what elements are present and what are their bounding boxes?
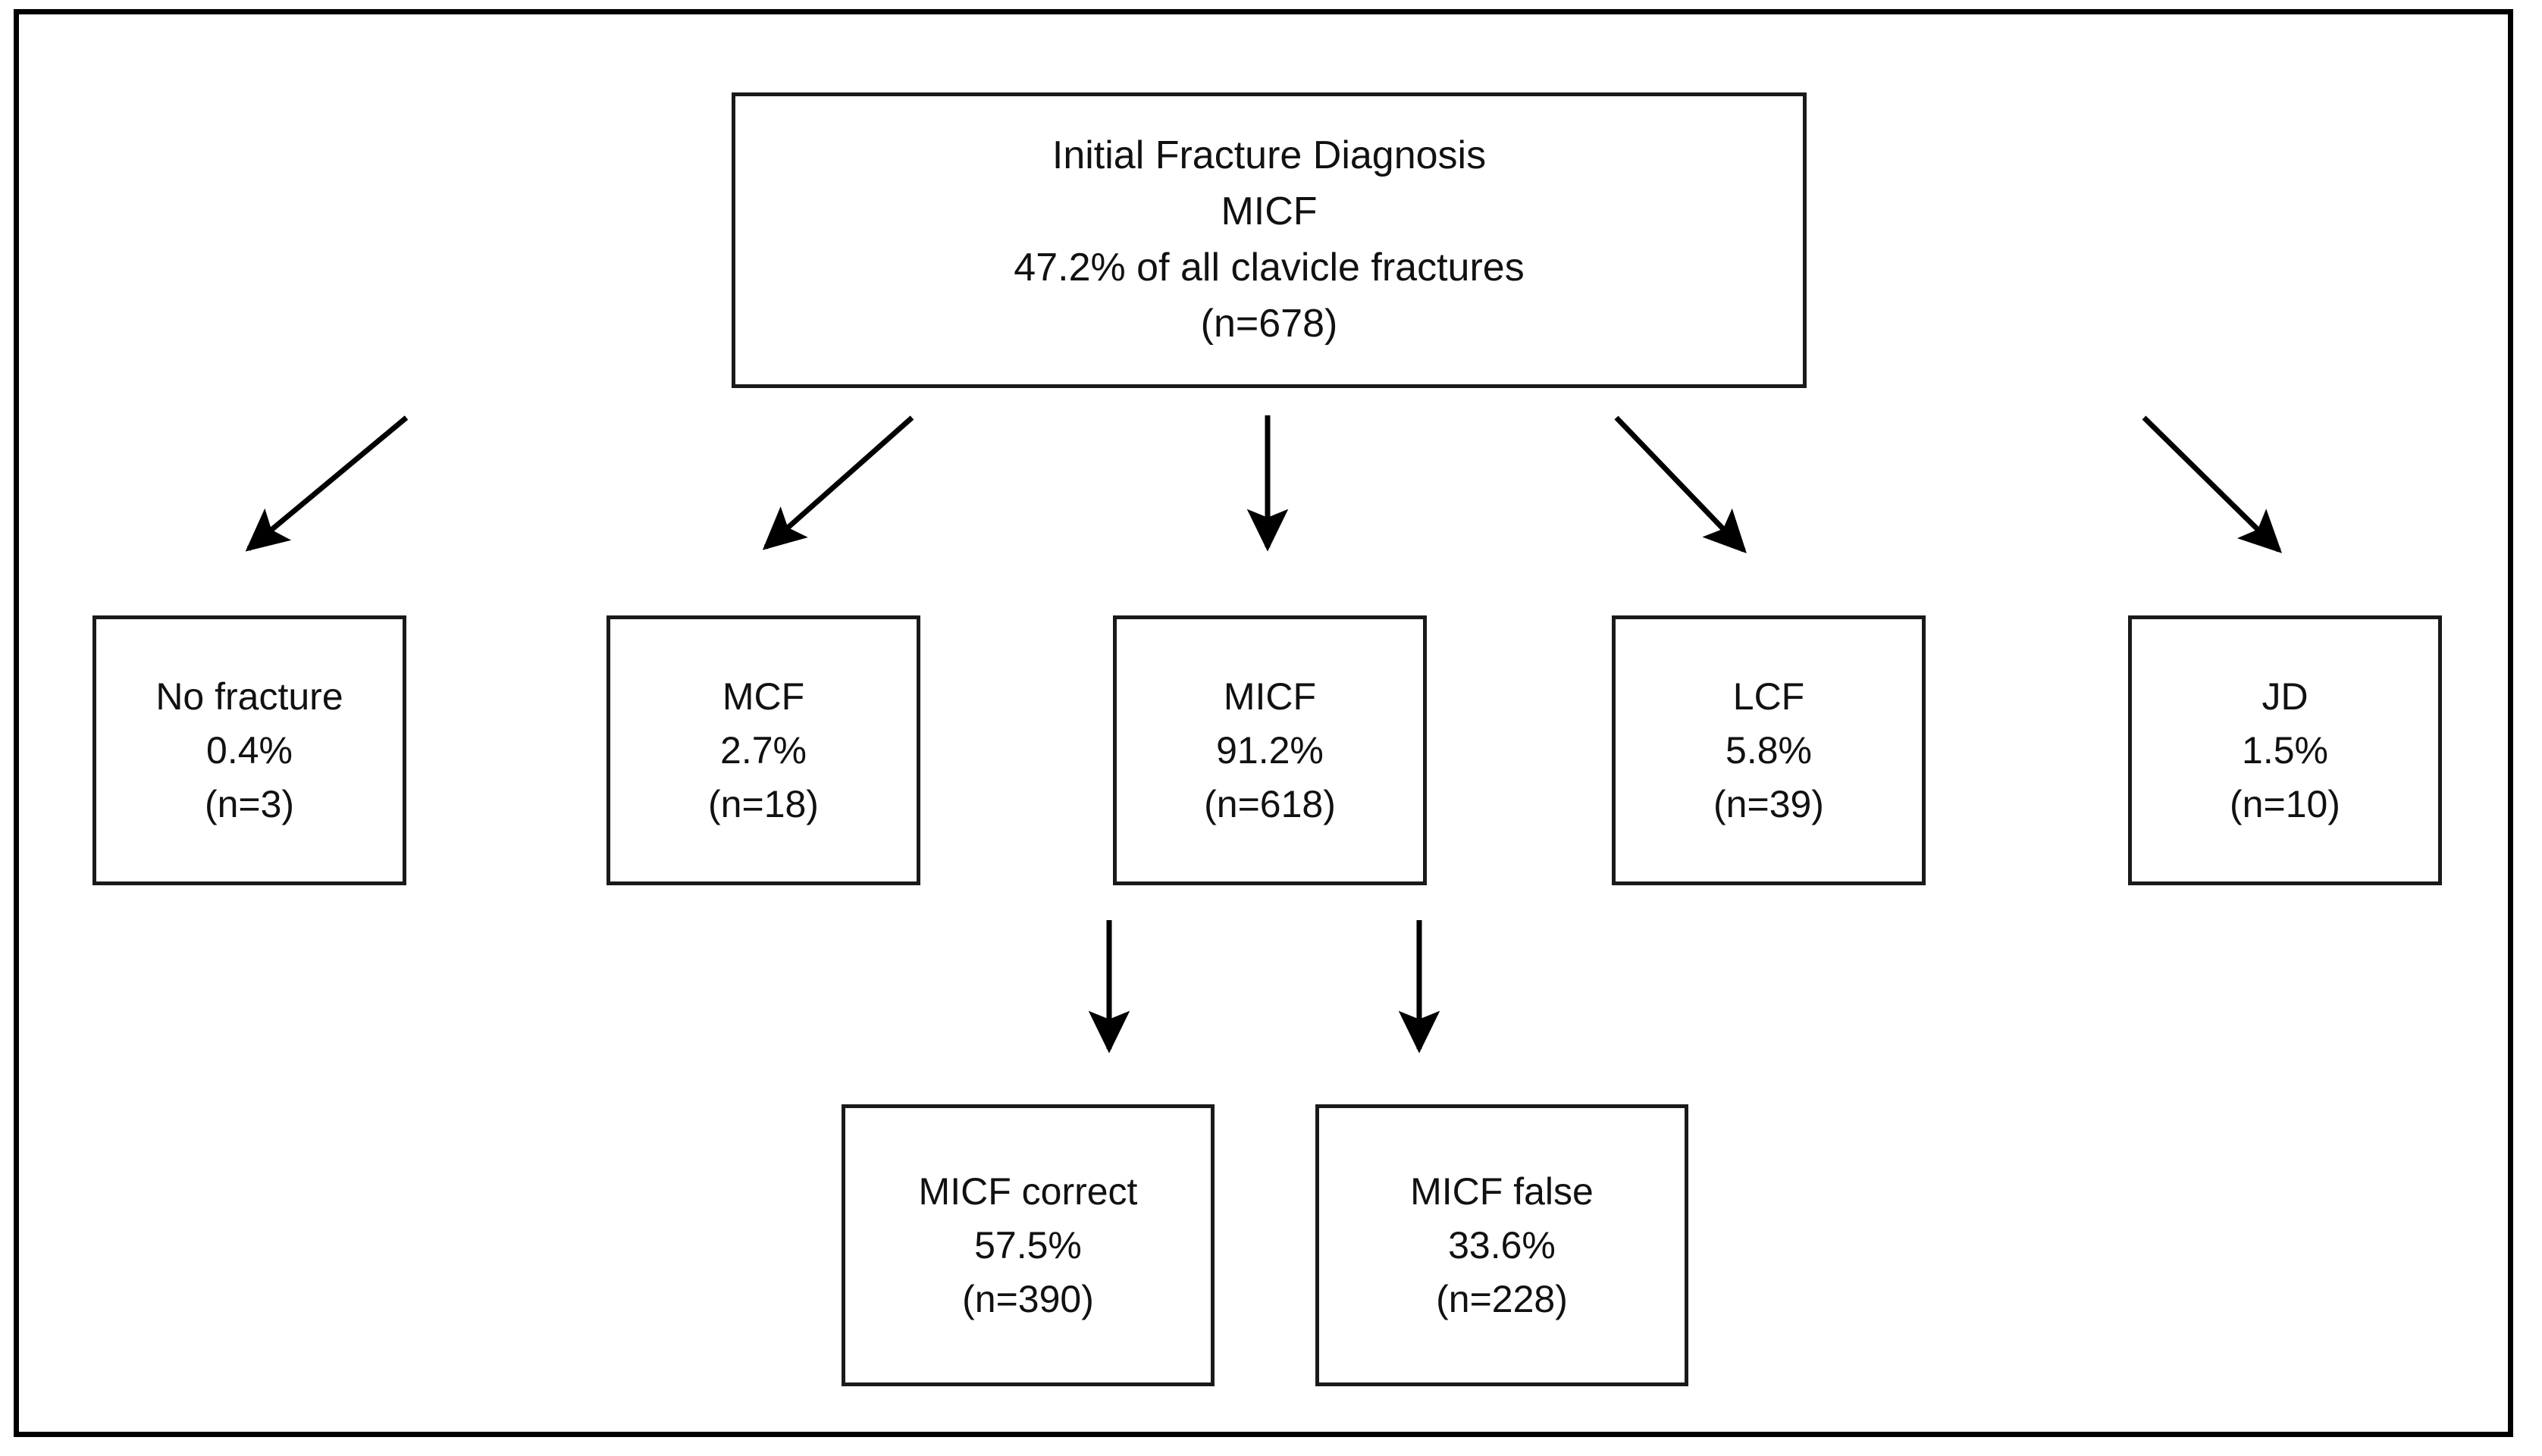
node-micf-false[interactable]: MICF false 33.6% (n=228) bbox=[1315, 1104, 1688, 1386]
node-lcf[interactable]: LCF 5.8% (n=39) bbox=[1612, 615, 1926, 885]
no-fracture-label: No fracture bbox=[155, 675, 343, 718]
micf-label: MICF bbox=[1223, 675, 1317, 718]
mcf-count: (n=18) bbox=[708, 782, 819, 825]
node-jd[interactable]: JD 1.5% (n=10) bbox=[2128, 615, 2442, 885]
micf-false-count: (n=228) bbox=[1436, 1277, 1568, 1320]
micf-correct-percent: 57.5% bbox=[974, 1223, 1082, 1267]
micf-false-percent: 33.6% bbox=[1448, 1223, 1556, 1267]
root-count-label: (n=678) bbox=[1200, 301, 1338, 346]
no-fracture-percent: 0.4% bbox=[206, 728, 293, 772]
mcf-label: MCF bbox=[722, 675, 805, 718]
lcf-percent: 5.8% bbox=[1725, 728, 1812, 772]
lcf-count: (n=39) bbox=[1713, 782, 1824, 825]
node-micf-correct[interactable]: MICF correct 57.5% (n=390) bbox=[842, 1104, 1215, 1386]
root-percent-label: 47.2% of all clavicle fractures bbox=[1014, 246, 1525, 290]
micf-percent: 91.2% bbox=[1216, 728, 1324, 772]
no-fracture-count: (n=3) bbox=[204, 782, 295, 825]
mcf-percent: 2.7% bbox=[720, 728, 807, 772]
micf-false-label: MICF false bbox=[1410, 1169, 1594, 1213]
node-micf[interactable]: MICF 91.2% (n=618) bbox=[1113, 615, 1427, 885]
node-no-fracture[interactable]: No fracture 0.4% (n=3) bbox=[92, 615, 406, 885]
root-category-label: MICF bbox=[1221, 189, 1318, 234]
node-mcf[interactable]: MCF 2.7% (n=18) bbox=[607, 615, 920, 885]
lcf-label: LCF bbox=[1732, 675, 1805, 718]
node-initial-fracture-diagnosis[interactable]: Initial Fracture Diagnosis MICF 47.2% of… bbox=[732, 92, 1807, 388]
jd-percent: 1.5% bbox=[2242, 728, 2328, 772]
micf-count: (n=618) bbox=[1204, 782, 1336, 825]
jd-count: (n=10) bbox=[2230, 782, 2340, 825]
jd-label: JD bbox=[2261, 675, 2308, 718]
root-title-label: Initial Fracture Diagnosis bbox=[1052, 133, 1487, 178]
micf-correct-label: MICF correct bbox=[918, 1169, 1138, 1213]
micf-correct-count: (n=390) bbox=[962, 1277, 1094, 1320]
